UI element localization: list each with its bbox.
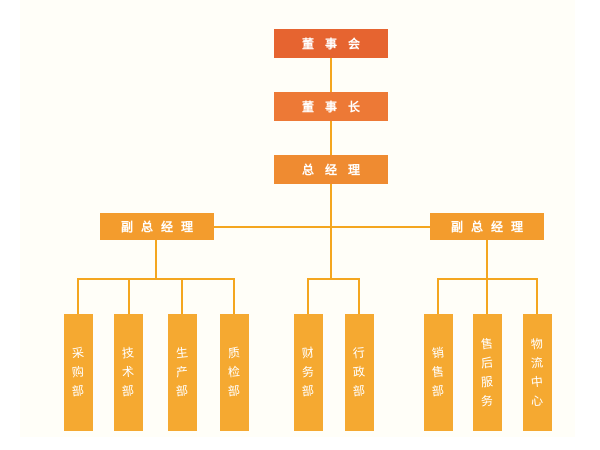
connector-board-chairman (330, 58, 332, 92)
node-label: 行政部 (352, 345, 367, 399)
connector-stub-after-sales (486, 278, 488, 315)
node-dept-after-sales-service: 售后服务 (473, 314, 502, 431)
node-dept-administration: 行政部 (345, 314, 374, 431)
node-label: 副总经理 (120, 220, 201, 234)
connector-middle-branch (307, 278, 360, 280)
node-label: 质检部 (227, 345, 242, 399)
node-dept-quality-inspection: 质检部 (220, 314, 249, 431)
node-label: 销售部 (431, 345, 446, 399)
connector-gm-spine (330, 184, 332, 280)
node-label: 售后服务 (480, 335, 495, 409)
node-label: 董事会 (301, 37, 371, 51)
node-label: 副总经理 (450, 220, 531, 234)
connector-stub-finance (307, 278, 309, 315)
connector-stub-production (181, 278, 183, 315)
connector-stub-technology (128, 278, 130, 315)
node-dept-finance: 财务部 (294, 314, 323, 431)
node-label: 物流中心 (530, 335, 545, 409)
node-label: 采购部 (71, 345, 86, 399)
connector-chairman-gm (330, 121, 332, 155)
connector-deputy-left-drop (155, 240, 157, 280)
node-label: 财务部 (301, 345, 316, 399)
node-label: 生产部 (175, 345, 190, 399)
node-label: 技术部 (121, 345, 136, 399)
node-deputy-gm-right: 副总经理 (430, 213, 544, 240)
connector-left-branch (77, 278, 235, 280)
node-chairman: 董事长 (274, 92, 388, 121)
node-general-manager: 总经理 (274, 155, 388, 184)
node-label: 董事长 (301, 100, 371, 114)
node-deputy-gm-left: 副总经理 (100, 213, 214, 240)
connector-stub-quality (233, 278, 235, 315)
connector-stub-sales (437, 278, 439, 315)
node-dept-production: 生产部 (168, 314, 197, 431)
connector-stub-logistics (536, 278, 538, 315)
connector-deputy-crossbar (214, 226, 430, 228)
node-dept-purchasing: 采购部 (64, 314, 93, 431)
node-dept-logistics-center: 物流中心 (523, 314, 552, 431)
connector-deputy-right-drop (486, 240, 488, 280)
connector-stub-administration (358, 278, 360, 315)
connector-stub-purchasing (77, 278, 79, 315)
node-label: 总经理 (301, 163, 371, 177)
node-dept-sales: 销售部 (424, 314, 453, 431)
node-board: 董事会 (274, 29, 388, 58)
node-dept-technology: 技术部 (114, 314, 143, 431)
